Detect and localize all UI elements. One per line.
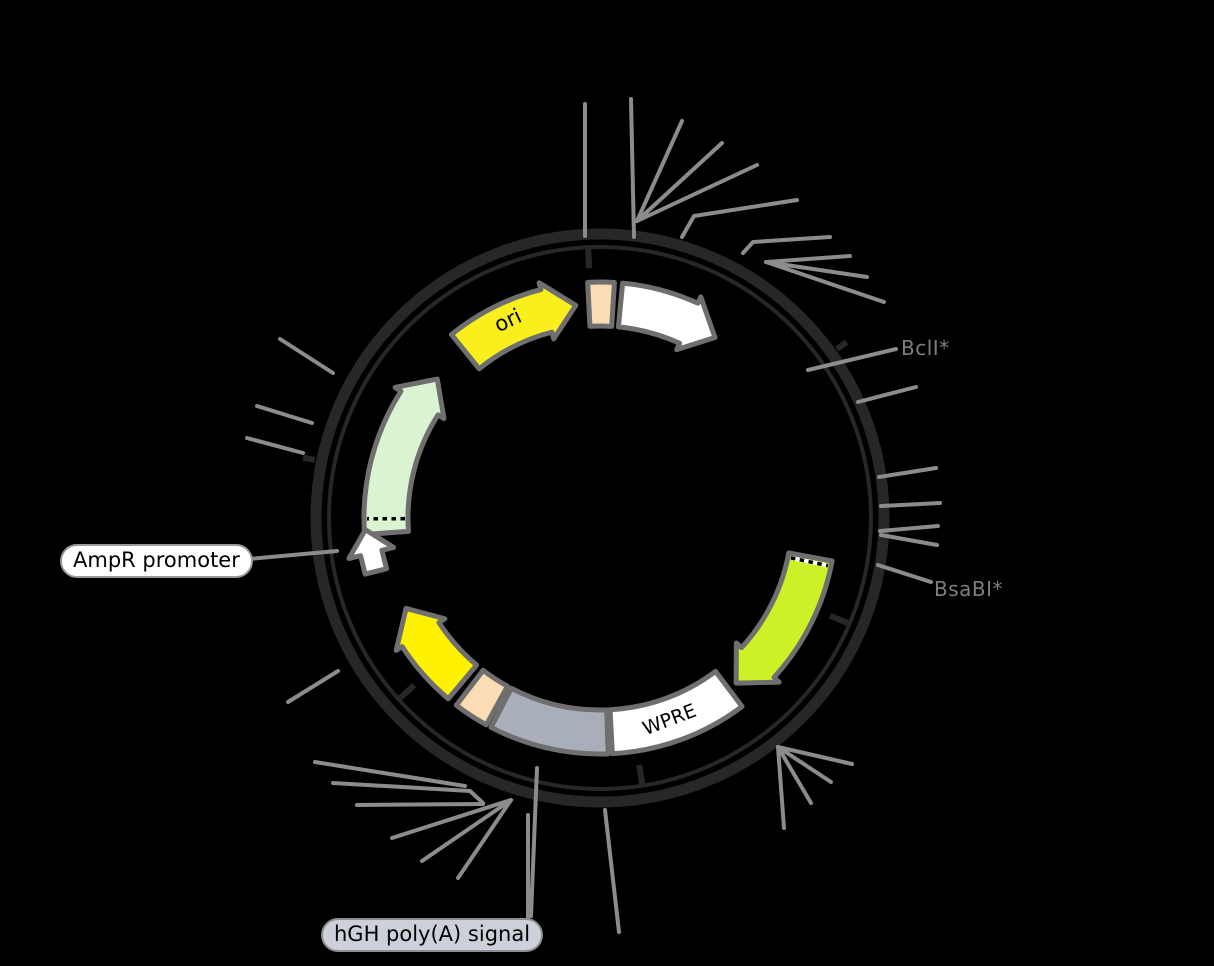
ring-tick bbox=[585, 245, 593, 269]
ring-tick bbox=[636, 764, 646, 789]
leader-line bbox=[456, 798, 513, 880]
leader-line bbox=[635, 163, 759, 223]
feature-ampr-gene-arrow[interactable] bbox=[361, 376, 447, 537]
leader-line bbox=[856, 385, 918, 404]
leader-line bbox=[278, 337, 335, 375]
ring-tick bbox=[302, 454, 316, 463]
leader-line bbox=[764, 260, 886, 304]
leader-line bbox=[355, 802, 485, 807]
leader-line bbox=[635, 141, 724, 223]
leader-line bbox=[680, 198, 799, 239]
feature-label-ampr-promoter[interactable]: AmpR promoter bbox=[60, 544, 253, 579]
plasmid-backbone-ring bbox=[310, 228, 890, 808]
feature-spacer-bottom[interactable] bbox=[453, 667, 511, 728]
leader-line bbox=[776, 745, 786, 830]
leader-line bbox=[313, 760, 467, 788]
feature-reverse-yellow-arrow[interactable] bbox=[393, 605, 480, 702]
feature-wpre[interactable] bbox=[607, 668, 745, 757]
ring-tick bbox=[395, 683, 417, 703]
leader-line bbox=[879, 533, 939, 547]
ring-tick bbox=[828, 612, 853, 628]
leader-line bbox=[879, 501, 942, 508]
leader-line bbox=[764, 254, 852, 264]
leader-line bbox=[390, 798, 513, 840]
leader-line bbox=[245, 436, 305, 455]
feature-ori[interactable] bbox=[448, 280, 579, 372]
feature-ampr-promoter-arrow[interactable] bbox=[343, 524, 398, 577]
leader-line bbox=[529, 766, 539, 918]
leader-line bbox=[331, 781, 485, 805]
leader-line bbox=[806, 347, 898, 372]
enzyme-label-bcli[interactable]: BclI* bbox=[901, 336, 950, 360]
feature-white-orf-arrow[interactable] bbox=[615, 280, 718, 353]
feature-transgene-arrow[interactable] bbox=[733, 550, 835, 686]
ring-tick bbox=[835, 339, 849, 352]
feature-hgh-polya-block[interactable] bbox=[488, 685, 611, 757]
leader-line bbox=[635, 119, 684, 223]
leader-line bbox=[877, 466, 938, 479]
annotation-leader-lines bbox=[236, 97, 942, 934]
ring-tick-marks bbox=[302, 245, 853, 789]
leader-line bbox=[776, 745, 813, 805]
leader-line bbox=[741, 235, 832, 255]
leader-line bbox=[236, 549, 339, 562]
leader-line bbox=[878, 524, 940, 533]
leader-line bbox=[286, 669, 340, 704]
enzyme-label-bsabi[interactable]: BsaBI* bbox=[934, 577, 1004, 601]
leader-line bbox=[776, 745, 833, 784]
feature-spacer-top[interactable] bbox=[585, 279, 617, 329]
leader-line bbox=[603, 808, 621, 934]
leader-line bbox=[876, 563, 933, 584]
feature-boundary-dashed-line bbox=[790, 556, 829, 568]
leader-line bbox=[629, 97, 636, 239]
leader-line bbox=[255, 404, 314, 425]
feature-label-hgh-polya-signal[interactable]: hGH poly(A) signal bbox=[321, 918, 544, 953]
leader-line bbox=[764, 260, 869, 279]
leader-line bbox=[776, 745, 854, 766]
leader-line bbox=[420, 798, 513, 863]
